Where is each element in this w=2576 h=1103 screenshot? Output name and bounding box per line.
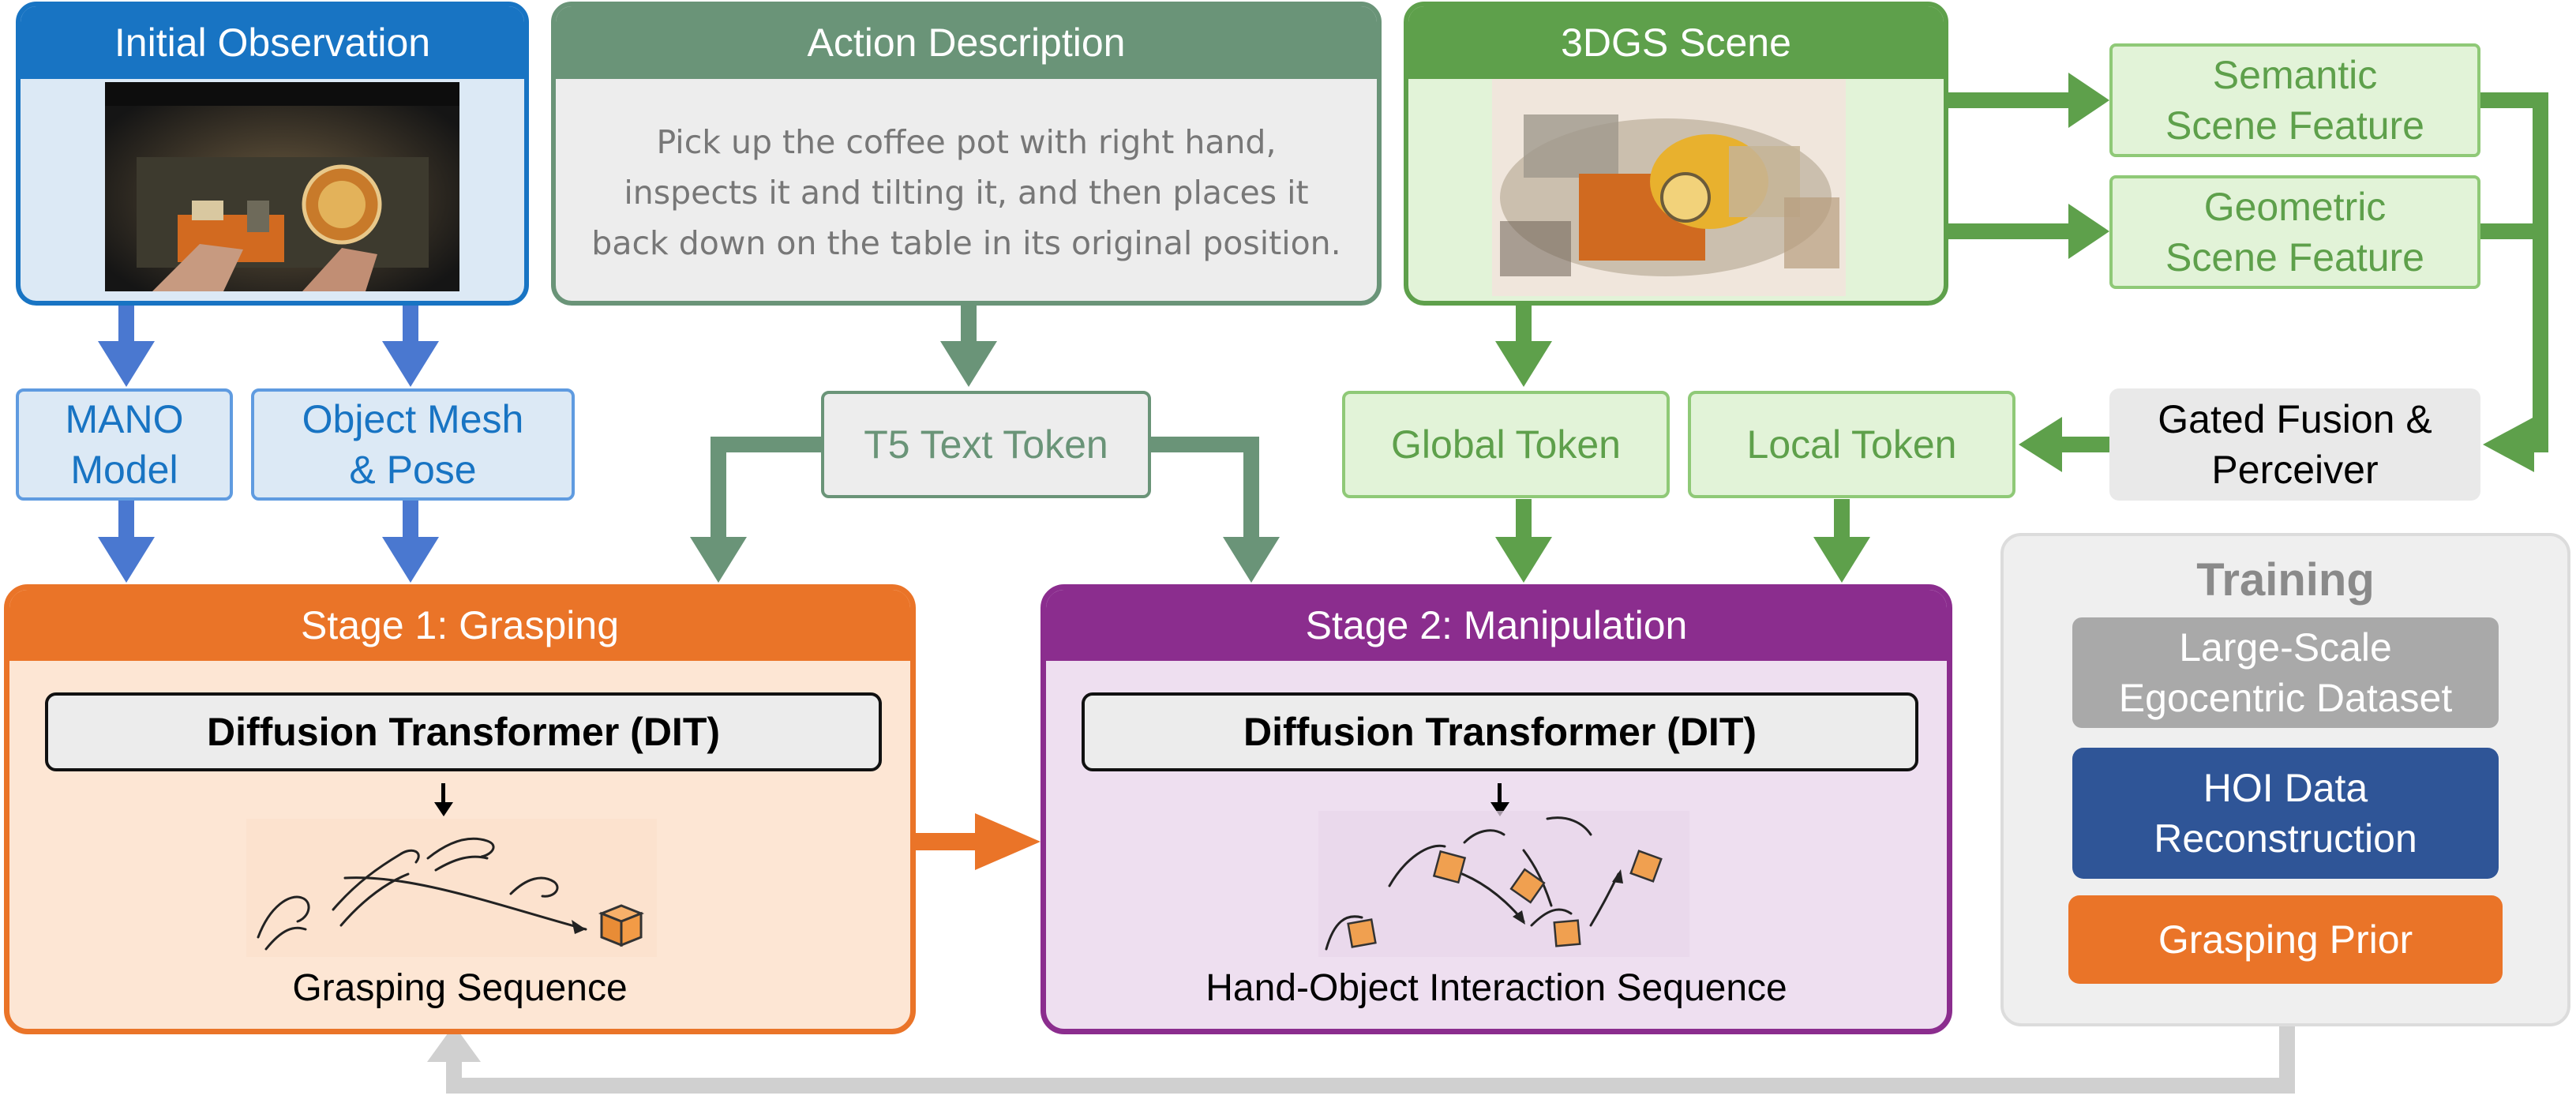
stage1-caption: Grasping Sequence xyxy=(292,967,628,1009)
stage1-down-arrow xyxy=(434,783,453,816)
stage-transition-arrow xyxy=(916,813,1041,870)
mano-line1: MANO xyxy=(65,397,184,441)
grasping-sequence-illustration xyxy=(246,819,657,957)
dataset-line2: Egocentric Dataset xyxy=(2118,676,2453,720)
dataset-line1: Large-Scale xyxy=(2179,625,2392,670)
stage1-grasping-panel: Stage 1: Grasping Diffusion Transformer … xyxy=(4,584,916,1034)
grasping-prior-label: Grasping Prior xyxy=(2158,917,2413,962)
gated-fusion-line2: Perceiver xyxy=(2211,448,2379,492)
interaction-sequence-illustration xyxy=(1318,811,1689,957)
local-token-label: Local Token xyxy=(1746,422,1957,467)
stage2-caption: Hand-Object Interaction Sequence xyxy=(1206,967,1787,1009)
blue-arrows xyxy=(98,304,439,583)
geometric-feature-line2: Scene Feature xyxy=(2165,235,2424,280)
3dgs-scene-panel: 3DGS Scene xyxy=(1404,2,1948,306)
action-line: inspects it and tilting it, and then pla… xyxy=(624,174,1309,212)
stage2-down-arrow xyxy=(1490,783,1509,816)
hoi-reconstruction-box: HOI Data Reconstruction xyxy=(2072,748,2499,879)
t5-token-label: T5 Text Token xyxy=(864,422,1108,467)
semantic-feature-line2: Scene Feature xyxy=(2165,103,2424,148)
action-description-title: Action Description xyxy=(556,6,1377,79)
action-line: Pick up the coffee pot with right hand, xyxy=(656,123,1277,161)
stage2-dit-box: Diffusion Transformer (DIT) xyxy=(1082,692,1918,771)
3dgs-scene-render xyxy=(1492,79,1846,296)
gated-fusion-line1: Gated Fusion & xyxy=(2158,397,2432,441)
stage1-dit-box: Diffusion Transformer (DIT) xyxy=(45,692,882,771)
text-arrows xyxy=(690,304,1280,583)
initial-observation-panel: Initial Observation xyxy=(16,2,529,306)
object-mesh-line2: & Pose xyxy=(349,448,477,492)
hoi-line2: Reconstruction xyxy=(2154,816,2417,861)
semantic-scene-feature-box: Semantic Scene Feature xyxy=(2109,43,2480,157)
gated-fusion-perceiver-box: Gated Fusion & Perceiver xyxy=(2109,388,2480,501)
observation-photo xyxy=(105,82,459,291)
global-token-label: Global Token xyxy=(1391,422,1621,467)
initial-observation-title: Initial Observation xyxy=(21,6,524,79)
training-panel: Training Large-Scale Egocentric Dataset … xyxy=(2000,533,2570,1026)
grasping-prior-box: Grasping Prior xyxy=(2068,895,2503,984)
stage2-title: Stage 2: Manipulation xyxy=(1046,590,1947,661)
action-line: back down on the table in its original p… xyxy=(591,224,1341,262)
stage2-manipulation-panel: Stage 2: Manipulation Diffusion Transfor… xyxy=(1041,584,1952,1034)
training-title: Training xyxy=(2196,554,2375,606)
geometric-scene-feature-box: Geometric Scene Feature xyxy=(2109,175,2480,289)
3dgs-scene-title: 3DGS Scene xyxy=(1408,6,1944,79)
geometric-feature-line1: Geometric xyxy=(2203,185,2387,229)
object-mesh-pose-box: Object Mesh & Pose xyxy=(251,388,575,501)
action-description-text: Pick up the coffee pot with right hand, … xyxy=(556,117,1377,268)
hoi-line1: HOI Data xyxy=(2203,766,2368,810)
action-description-panel: Action Description Pick up the coffee po… xyxy=(551,2,1382,306)
semantic-feature-line1: Semantic xyxy=(2212,53,2378,97)
local-token-box: Local Token xyxy=(1688,391,2015,498)
stage1-title: Stage 1: Grasping xyxy=(9,590,910,661)
object-mesh-line1: Object Mesh xyxy=(302,397,524,441)
t5-text-token-box: T5 Text Token xyxy=(821,391,1151,498)
global-token-box: Global Token xyxy=(1342,391,1670,498)
mano-line2: Model xyxy=(70,448,178,492)
large-scale-dataset-box: Large-Scale Egocentric Dataset xyxy=(2072,617,2499,728)
scene-arrows xyxy=(1495,73,2548,583)
feedback-arrow xyxy=(427,1025,2295,1094)
mano-model-box: MANO Model xyxy=(16,388,233,501)
